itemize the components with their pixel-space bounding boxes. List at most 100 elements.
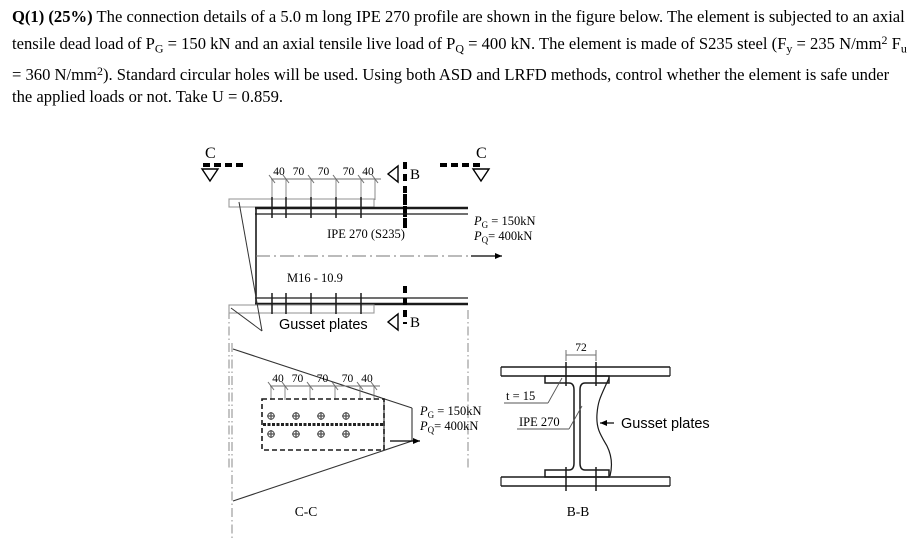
problem-line-3a: live load of P (366, 33, 456, 53)
bb-ipe-profile (544, 375, 610, 478)
bolt-symbol (317, 430, 325, 438)
dimension-label-1: 70 (293, 166, 305, 178)
problem-line-3c: = 235 N/mm (792, 33, 882, 53)
section-mark-b-top-arrow (386, 164, 399, 184)
gusset-leader-1 (238, 201, 263, 332)
load-arrow-head (495, 253, 502, 259)
top-gusset-plate (228, 198, 375, 208)
bb-width-label: 72 (575, 342, 587, 354)
section-mark-b-bottom: B (386, 312, 420, 332)
subscript-g: G (154, 40, 164, 55)
superscript-2b: 2 (96, 63, 103, 78)
problem-line-3f: ). (102, 64, 113, 84)
gusset-leader-2 (230, 307, 263, 332)
subscript-q: Q (455, 40, 464, 55)
gusset-plates-label: Gusset plates (279, 317, 368, 333)
bolt-marks-top (271, 197, 362, 218)
cc-load-live-subscript: Q (428, 425, 435, 435)
cc-load-live-text: PQ= 400kN (419, 419, 478, 435)
bb-gusset-annotation: Gusset plates (600, 416, 710, 432)
bolt-symbol (342, 430, 350, 438)
problem-line-4: Standard circular holes will be used. Us… (116, 64, 745, 84)
section-cc-load-annotation: PG = 150kN PQ= 400kN (390, 404, 481, 444)
superscript-2a: 2 (881, 32, 888, 47)
bb-profile-annotation: IPE 270 (517, 405, 583, 430)
section-mark-b-top: B (386, 162, 420, 228)
bolt-symbol (317, 412, 325, 420)
bb-gusset-break-line (596, 377, 613, 477)
cc-load-dead-text: PG = 150kN (419, 404, 481, 420)
bb-gusset-plates-label: Gusset plates (621, 416, 710, 432)
section-cc-title: C-C (295, 504, 318, 519)
bb-profile-label: IPE 270 (519, 415, 560, 429)
beam-profile-label: IPE 270 (S235) (327, 227, 405, 241)
problem-statement: Q(1) (25%) The connection details of a 5… (12, 6, 907, 109)
bolt-symbol (292, 430, 300, 438)
section-mark-c-right-arrow (471, 168, 491, 183)
load-live-subscript: Q (482, 235, 489, 245)
section-mark-c-left-label: C (205, 145, 216, 162)
bb-width-dimension: 72 (565, 342, 597, 361)
cc-load-dead-symbol: P (419, 404, 428, 418)
problem-line-3d: F (887, 33, 901, 53)
section-mark-b-bottom-arrow (386, 312, 399, 332)
bb-bolt-marks (565, 362, 597, 491)
cc-dimension-label-0: 40 (272, 373, 284, 385)
section-mark-b-bottom-label: B (410, 315, 420, 331)
dimension-label-2: 70 (318, 166, 330, 178)
section-cc-dimension-chain: 40 70 70 70 40 (267, 373, 380, 400)
cc-load-dead-subscript: G (428, 410, 435, 420)
section-bb-title: B-B (567, 504, 590, 519)
dimension-label-0: 40 (273, 166, 285, 178)
engineering-figure: C C 40 70 70 70 (0, 138, 917, 541)
bb-bottom-gusset-plate (500, 476, 671, 487)
cc-bolt-row-upper (267, 412, 350, 420)
bb-thickness-label: t = 15 (506, 389, 535, 403)
load-dead-subscript: G (482, 220, 489, 230)
cc-load-arrow-head (413, 438, 420, 444)
gusset-taper-upper (232, 348, 413, 409)
gusset-taper-lower (232, 440, 413, 502)
bolt-symbol (292, 412, 300, 420)
section-mark-c-right-label: C (476, 145, 487, 162)
elevation-load-annotation: PG = 150kN PQ= 400kN (471, 214, 535, 259)
section-cc-view: 40 70 70 70 40 (231, 343, 481, 541)
problem-line-3b: = 400 kN. The element is made of S235 st… (463, 33, 787, 53)
cc-dimension-label-1: 70 (292, 373, 304, 385)
subscript-y: y (786, 40, 793, 55)
cc-load-dead-value: = 150kN (434, 404, 481, 418)
problem-line-3e: = 360 N/mm (12, 64, 97, 84)
bolt-marks-bottom (271, 293, 362, 314)
load-live-value: = 400kN (488, 229, 532, 243)
problem-line-2b: = 150 kN and an axial tensile (163, 33, 363, 53)
load-live-text: PQ= 400kN (473, 229, 532, 245)
profile-leader (568, 405, 583, 430)
cc-plate-outline (261, 398, 385, 451)
load-dead-text: PG = 150kN (473, 214, 535, 230)
dimension-label-4: 40 (362, 166, 374, 178)
question-label: Q(1) (25%) (12, 7, 93, 26)
section-mark-b-top-label: B (410, 167, 420, 183)
cc-load-live-value: = 400kN (434, 419, 478, 433)
gusset-arrow-head (600, 420, 607, 426)
load-dead-symbol: P (473, 214, 482, 228)
cc-bolt-row-lower (267, 430, 350, 438)
bottom-gusset-plate (228, 304, 375, 314)
problem-line-1: The connection details of a 5.0 m long I… (92, 7, 616, 26)
section-bb-view: 72 (500, 342, 710, 519)
cc-dimension-label-3: 70 (342, 373, 354, 385)
subscript-u: u (900, 40, 907, 55)
cc-dimension-label-4: 40 (361, 373, 373, 385)
load-dead-value: = 150kN (488, 214, 535, 228)
elevation-dimension-chain: 40 70 70 70 40 (268, 166, 381, 200)
bolt-symbol (267, 430, 275, 438)
problem-line-5: element is safe under the applied loads … (12, 64, 890, 107)
dimension-label-3: 70 (343, 166, 355, 178)
load-live-symbol: P (473, 229, 482, 243)
problem-line-2a: below. The element is subjected to an ax… (12, 7, 905, 53)
bolt-symbol (267, 412, 275, 420)
elevation-view: C C 40 70 70 70 (200, 145, 535, 468)
bb-top-gusset-plate (500, 366, 671, 377)
cc-load-live-symbol: P (419, 419, 428, 433)
bolt-spec-label: M16 - 10.9 (287, 271, 343, 285)
